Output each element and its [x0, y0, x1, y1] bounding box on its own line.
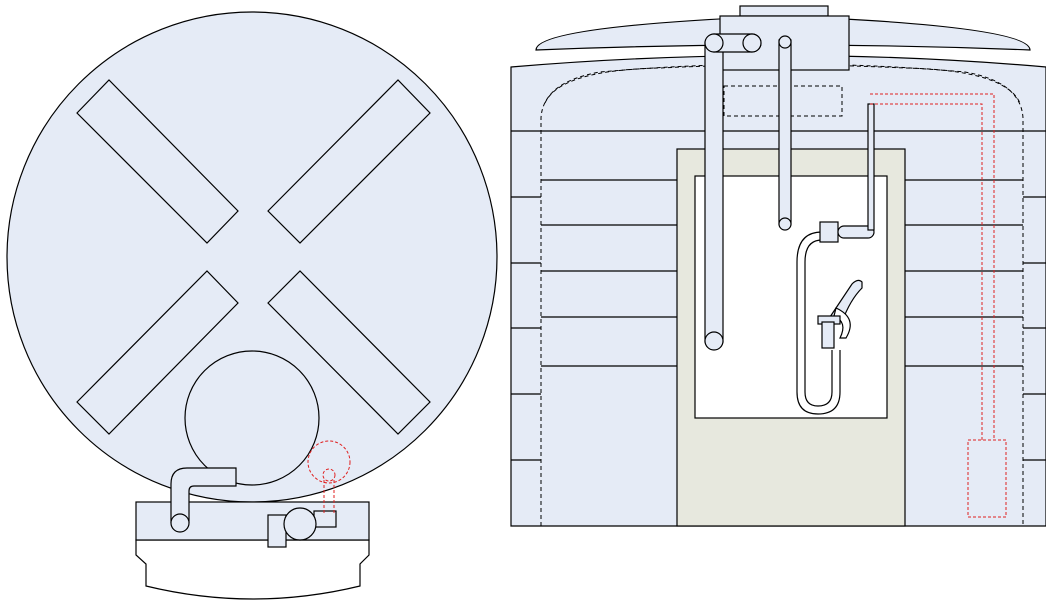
fill-cap-top [739, 5, 829, 17]
level-sensor-ring [307, 440, 351, 484]
pump-drop-pipe [867, 103, 875, 231]
level-sensor-probe [870, 93, 1007, 518]
level-sensor-float [967, 439, 1007, 518]
suction-pipe-elbow-end [742, 33, 762, 53]
suction-pipe [170, 467, 237, 523]
pump-motor [267, 514, 287, 548]
pump-housing [283, 507, 317, 541]
vent-pipe-top [778, 35, 792, 49]
nozzle-body [821, 321, 835, 349]
baffle-strip-ne [267, 79, 431, 244]
vent-pipe [778, 39, 792, 225]
level-sensor-lead [323, 480, 335, 515]
front-view [510, 5, 1046, 527]
hose-outer [796, 231, 841, 415]
pump-top [267, 507, 337, 548]
vent-pipe-bottom [778, 217, 792, 231]
suction-pipe-long [704, 41, 724, 343]
suction-pipes [704, 33, 792, 351]
baffle-strip-nw [76, 79, 239, 244]
level-sensor-top [307, 440, 351, 515]
level-sensor-cable [870, 93, 995, 440]
suction-pipe-long-end [704, 331, 724, 351]
baffle-strip-sw [76, 270, 239, 435]
baffle-strips [76, 79, 431, 435]
nozzle [817, 279, 863, 349]
suction-pipe-end [170, 513, 190, 533]
hose-assembly [796, 103, 875, 415]
hose-inner [804, 239, 833, 407]
pump-base-bottom [135, 539, 370, 600]
hose-reel-connector [837, 225, 875, 239]
baffle-strip-se [267, 270, 431, 435]
hose-coupling [819, 221, 839, 243]
pump-outlet [313, 510, 337, 528]
suction-pipe-top-end [704, 33, 724, 53]
manway-circle [184, 350, 320, 486]
level-sensor-core [322, 468, 336, 482]
top-view [6, 11, 498, 600]
